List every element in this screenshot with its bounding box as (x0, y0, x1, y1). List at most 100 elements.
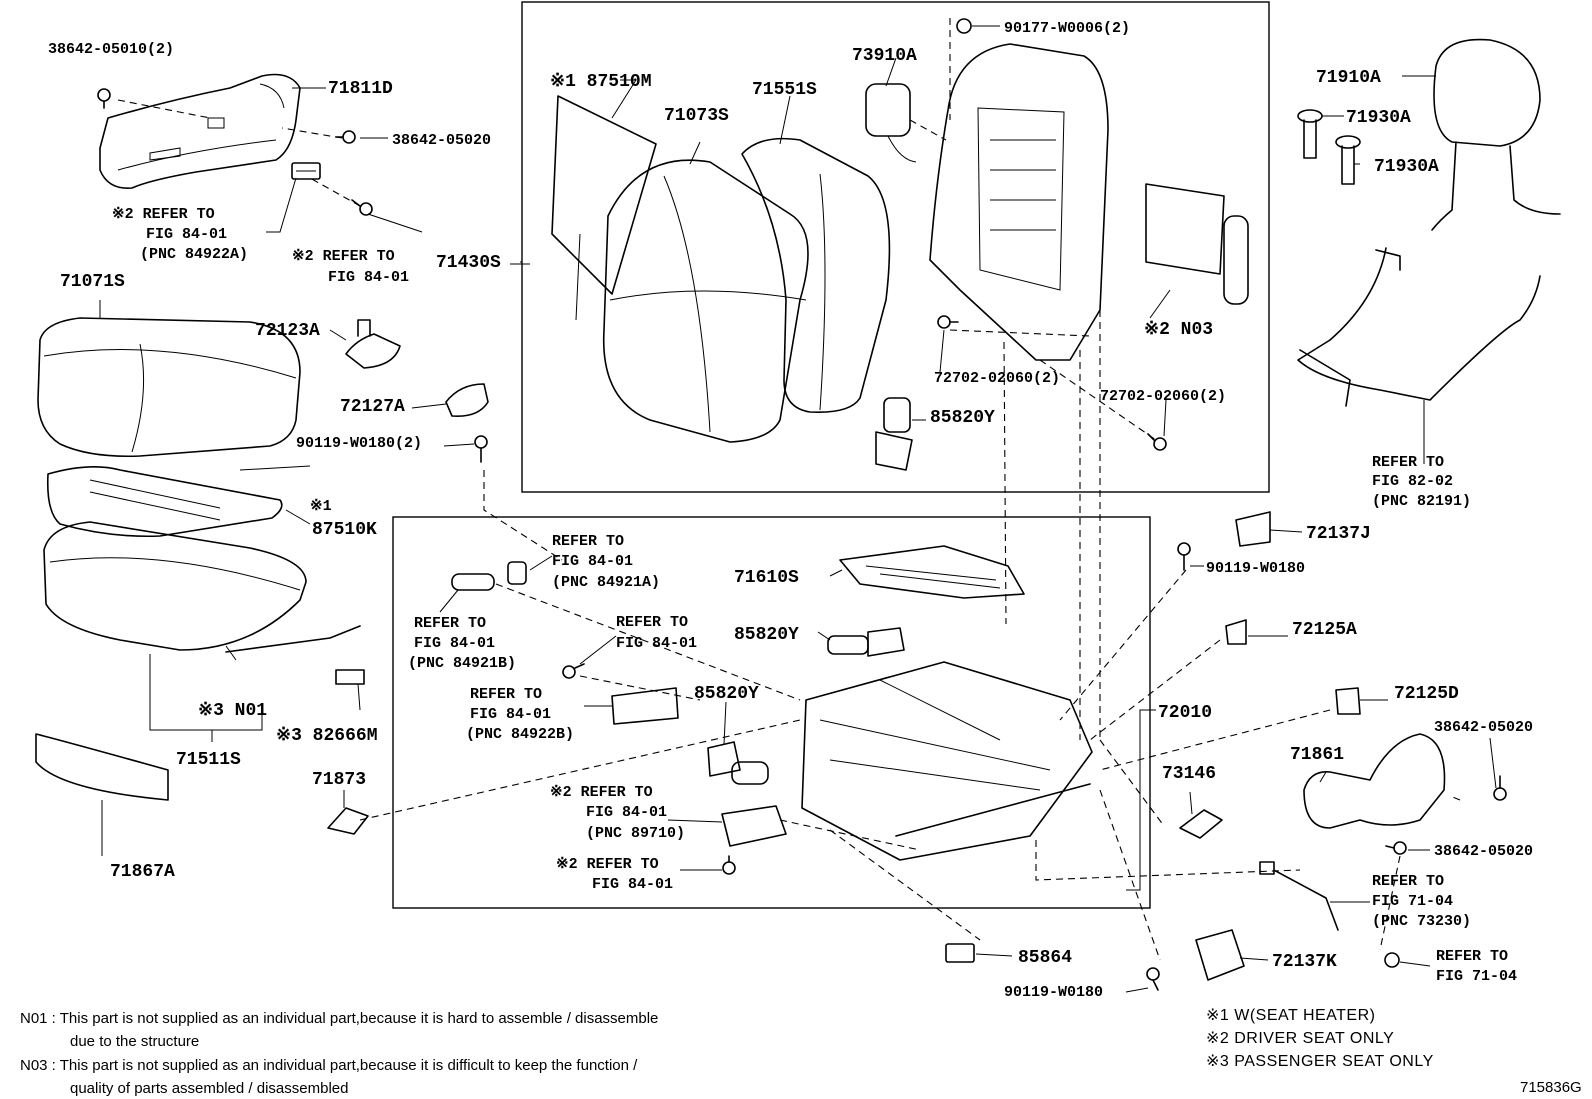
label-38642-05020-a: 38642-05020 (392, 132, 491, 149)
label-82666M: ※3 82666M (276, 726, 378, 746)
label-90119-W0180-b: 90119-W0180 (1004, 984, 1103, 1001)
trim-cover-71867A[interactable] (35, 733, 169, 801)
label-72123A: 72123A (255, 321, 320, 341)
note-n03-line1: N03 : This part is not supplied as an in… (20, 1057, 638, 1074)
screw-38642-05020-c[interactable] (1385, 841, 1407, 855)
lumbar-73910A[interactable] (865, 83, 917, 163)
label-N03: ※2 N03 (1144, 320, 1213, 340)
nut-90177-W0006[interactable] (956, 18, 972, 34)
legend-mark2: ※2 DRIVER SEAT ONLY (1206, 1030, 1394, 1047)
label-ref-8401c-1: ※2 REFER TO (556, 856, 659, 873)
bolt-89710[interactable] (722, 855, 736, 875)
label-71910A: 71910A (1316, 68, 1381, 88)
seatback-cover-71073S[interactable] (602, 159, 809, 443)
headrest-71910A[interactable] (1431, 38, 1561, 231)
cap-72127A[interactable] (445, 383, 489, 418)
label-ref-73230-1: REFER TO (1372, 873, 1444, 890)
bolt-72702-02060-a[interactable] (937, 315, 959, 329)
label-N01: ※3 N01 (198, 701, 267, 721)
side-shield-part[interactable] (99, 73, 301, 189)
cap-72123A[interactable] (345, 319, 401, 369)
label-71511S: 71511S (176, 750, 241, 770)
part-labels: 38642-05010(2) 71811D 38642-05020 ※2 REF… (48, 20, 1533, 1001)
clip-82666M[interactable] (335, 669, 365, 685)
seat-spring-71610S[interactable] (839, 545, 1025, 599)
label-ref-82191-2: FIG 82-02 (1372, 473, 1453, 490)
label-85820Y-c: 85820Y (694, 684, 759, 704)
switch-knob-84921B[interactable] (451, 573, 495, 591)
seatback-group-box (521, 1, 1270, 493)
screw-lower[interactable] (351, 199, 373, 216)
label-ref-84921B-1: REFER TO (414, 615, 486, 632)
label-71610S: 71610S (734, 568, 799, 588)
label-72137J: 72137J (1306, 524, 1371, 544)
ecu-89710[interactable] (721, 805, 787, 847)
note-n01-line2: due to the structure (70, 1033, 199, 1050)
label-ref-84921A-1: REFER TO (552, 533, 624, 550)
nut-7104[interactable] (1384, 952, 1400, 968)
buckle-73230[interactable] (1259, 861, 1339, 931)
label-ref-84922B-2: FIG 84-01 (470, 706, 551, 723)
label-71551S: 71551S (752, 80, 817, 100)
clip-71873[interactable] (327, 807, 369, 835)
bracket-72137K[interactable] (1195, 929, 1245, 981)
motor-85820Y-a[interactable] (875, 397, 913, 471)
label-72010: 72010 (1158, 703, 1212, 723)
guide-71930A-a[interactable] (1297, 109, 1323, 159)
label-ref-84921B-3: (PNC 84921B) (408, 655, 516, 672)
label-71867A: 71867A (110, 862, 175, 882)
label-38642-05010: 38642-05010(2) (48, 41, 174, 58)
lumbar-unit-N03[interactable] (1145, 183, 1249, 305)
label-ref-84921A-2: FIG 84-01 (552, 553, 633, 570)
shield-71861[interactable] (1303, 733, 1446, 829)
switch-84922A[interactable] (291, 162, 321, 180)
label-71811D: 71811D (328, 79, 393, 99)
seat-adjuster-72010[interactable] (801, 661, 1093, 861)
label-72137K: 72137K (1272, 952, 1337, 972)
label-ref-84922B-1: REFER TO (470, 686, 542, 703)
label-ref-73230-2: FIG 71-04 (1372, 893, 1453, 910)
seat-heater-mat-part[interactable] (46, 465, 311, 538)
screw-38642-05010[interactable] (97, 88, 111, 109)
screw-38642-05020-b[interactable] (1493, 775, 1507, 801)
label-ref-84921A-3: (PNC 84921A) (552, 574, 660, 591)
cushion-pad-part[interactable] (43, 521, 307, 651)
label-ref-89710-3: (PNC 89710) (586, 825, 685, 842)
clip-72125D[interactable] (1335, 687, 1361, 715)
bracket-72137J[interactable] (1235, 511, 1271, 547)
label-90119-W0180-2: 90119-W0180(2) (296, 435, 422, 452)
label-72127A: 72127A (340, 397, 405, 417)
harness-N01[interactable] (225, 625, 361, 661)
label-71071S: 71071S (60, 272, 125, 292)
clip-72125A[interactable] (1225, 619, 1247, 645)
seatback-pad-71551S[interactable] (741, 137, 891, 414)
adjuster-group-box (392, 516, 1151, 909)
label-72125D: 72125D (1394, 684, 1459, 704)
label-71430S: 71430S (436, 253, 501, 273)
leader-lines (99, 25, 1497, 993)
bolt-switch[interactable] (562, 663, 585, 679)
bolt-90119-W0180-2[interactable] (474, 435, 488, 463)
motor-85820Y-c[interactable] (707, 741, 769, 785)
label-ref-82191-1: REFER TO (1372, 454, 1444, 471)
seat-harness-82191[interactable] (1297, 247, 1541, 407)
label-73146: 73146 (1162, 764, 1216, 784)
cushion-cover-part[interactable] (37, 317, 301, 458)
switch-84921A[interactable] (507, 561, 527, 585)
label-ref-84922A-3: (PNC 84922A) (140, 246, 248, 263)
legend: ※1 W(SEAT HEATER) ※2 DRIVER SEAT ONLY ※3… (1206, 1007, 1433, 1070)
motor-85820Y-b[interactable] (827, 627, 905, 657)
footnotes: N01 : This part is not supplied as an in… (20, 1010, 658, 1097)
label-85820Y-b: 85820Y (734, 625, 799, 645)
bracket-73146[interactable] (1179, 809, 1223, 839)
label-ref-73230-3: (PNC 73230) (1372, 913, 1471, 930)
sensor-85864[interactable] (945, 943, 975, 963)
bolt-90119-W0180-a[interactable] (1177, 542, 1191, 571)
bolt-90119-W0180-b[interactable] (1146, 967, 1160, 991)
label-38642-05020-b: 38642-05020 (1434, 719, 1533, 736)
label-87510M: ※1 87510M (550, 72, 652, 92)
heater-mat-87510M[interactable] (551, 95, 657, 321)
seatback-frame-71430S[interactable] (929, 43, 1109, 361)
label-38642-05020-c: 38642-05020 (1434, 843, 1533, 860)
guide-71930A-b[interactable] (1335, 135, 1361, 185)
